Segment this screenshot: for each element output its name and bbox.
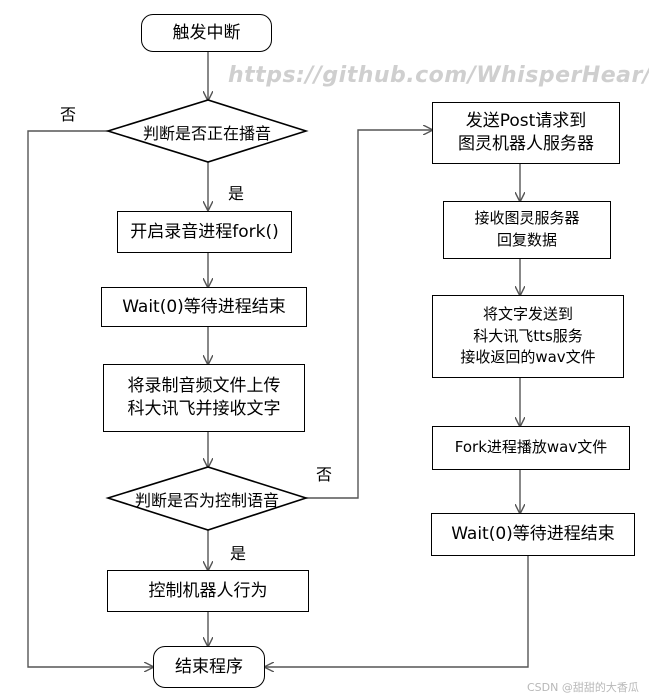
label-no-playing: 否 [60, 105, 77, 124]
node-start-record: 开启录音进程fork() [117, 211, 292, 253]
label-no-control: 否 [316, 465, 333, 484]
node-wait-2: Wait(0)等待进程结束 [431, 513, 635, 556]
arrow-no-playing-to-end [27, 130, 153, 667]
arrow-wait2-to-end [265, 556, 529, 667]
diamond-check-control-shape [105, 466, 309, 531]
node-upload-audio: 将录制音频文件上传 科大讯飞并接收文字 [103, 364, 305, 432]
credit-text: CSDN @甜甜的大香瓜 [527, 681, 639, 694]
decision-check-control: 判断是否为控制语音 [134, 491, 279, 510]
label-yes-control: 是 [230, 544, 247, 563]
diamond-check-playing-shape [105, 99, 309, 163]
node-tts: 将文字发送到 科大讯飞tts服务 接收返回的wav文件 [432, 295, 624, 378]
label-yes-playing: 是 [228, 184, 245, 203]
node-receive-data: 接收图灵服务器 回复数据 [443, 201, 611, 259]
node-wait-1: Wait(0)等待进程结束 [101, 287, 307, 327]
watermark-text: https://github.com/WhisperHear/ [228, 63, 649, 88]
arrow-no-control-to-post [306, 130, 432, 499]
node-end: 结束程序 [153, 646, 265, 688]
node-control-robot: 控制机器人行为 [107, 570, 309, 612]
node-post-request: 发送Post请求到 图灵机器人服务器 [432, 102, 620, 164]
node-play-wav: Fork进程播放wav文件 [432, 426, 630, 470]
node-start: 触发中断 [141, 14, 272, 52]
decision-check-playing: 判断是否正在播音 [142, 124, 271, 143]
